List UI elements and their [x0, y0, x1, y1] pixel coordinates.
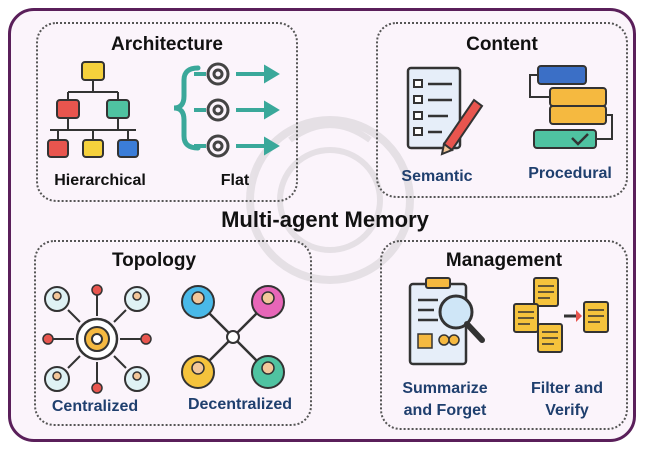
- decentralized-label: Decentralized: [187, 396, 293, 413]
- hierarchical-label: Hierarchical: [54, 172, 146, 189]
- procedural-flow-icon: [529, 65, 613, 149]
- semantic-document-icon: [406, 66, 484, 156]
- summarize-document-icon: [408, 277, 485, 366]
- procedural-label: Procedural: [528, 165, 612, 182]
- summarize-forget-label: Summarize and Forget: [388, 378, 502, 422]
- summarize-forget-line-2: and Forget: [403, 402, 487, 419]
- management-panel: [380, 240, 628, 430]
- topology-panel: [34, 240, 312, 426]
- flat-icon: [173, 62, 280, 158]
- centralized-label: Centralized: [51, 398, 139, 415]
- topology-title: Topology: [111, 250, 197, 271]
- filter-verify-line-2: Verify: [545, 402, 589, 419]
- content-title: Content: [466, 34, 538, 55]
- filter-documents-icon: [513, 277, 609, 353]
- filter-verify-label: Filter and Verify: [514, 378, 620, 422]
- summarize-forget-line-1: Summarize: [402, 380, 488, 397]
- management-title: Management: [445, 250, 563, 271]
- decentralized-icon: [181, 285, 285, 389]
- flat-label: Flat: [220, 172, 250, 189]
- diagram-title: Multi-agent Memory: [221, 207, 429, 232]
- filter-verify-line-1: Filter and: [530, 380, 603, 397]
- outer-frame: [8, 8, 636, 442]
- architecture-title: Architecture: [111, 34, 223, 55]
- semantic-label: Semantic: [401, 168, 473, 185]
- content-panel: [376, 22, 628, 198]
- hierarchical-icon: [47, 61, 139, 158]
- architecture-panel: [36, 22, 298, 202]
- centralized-icon: [42, 284, 152, 394]
